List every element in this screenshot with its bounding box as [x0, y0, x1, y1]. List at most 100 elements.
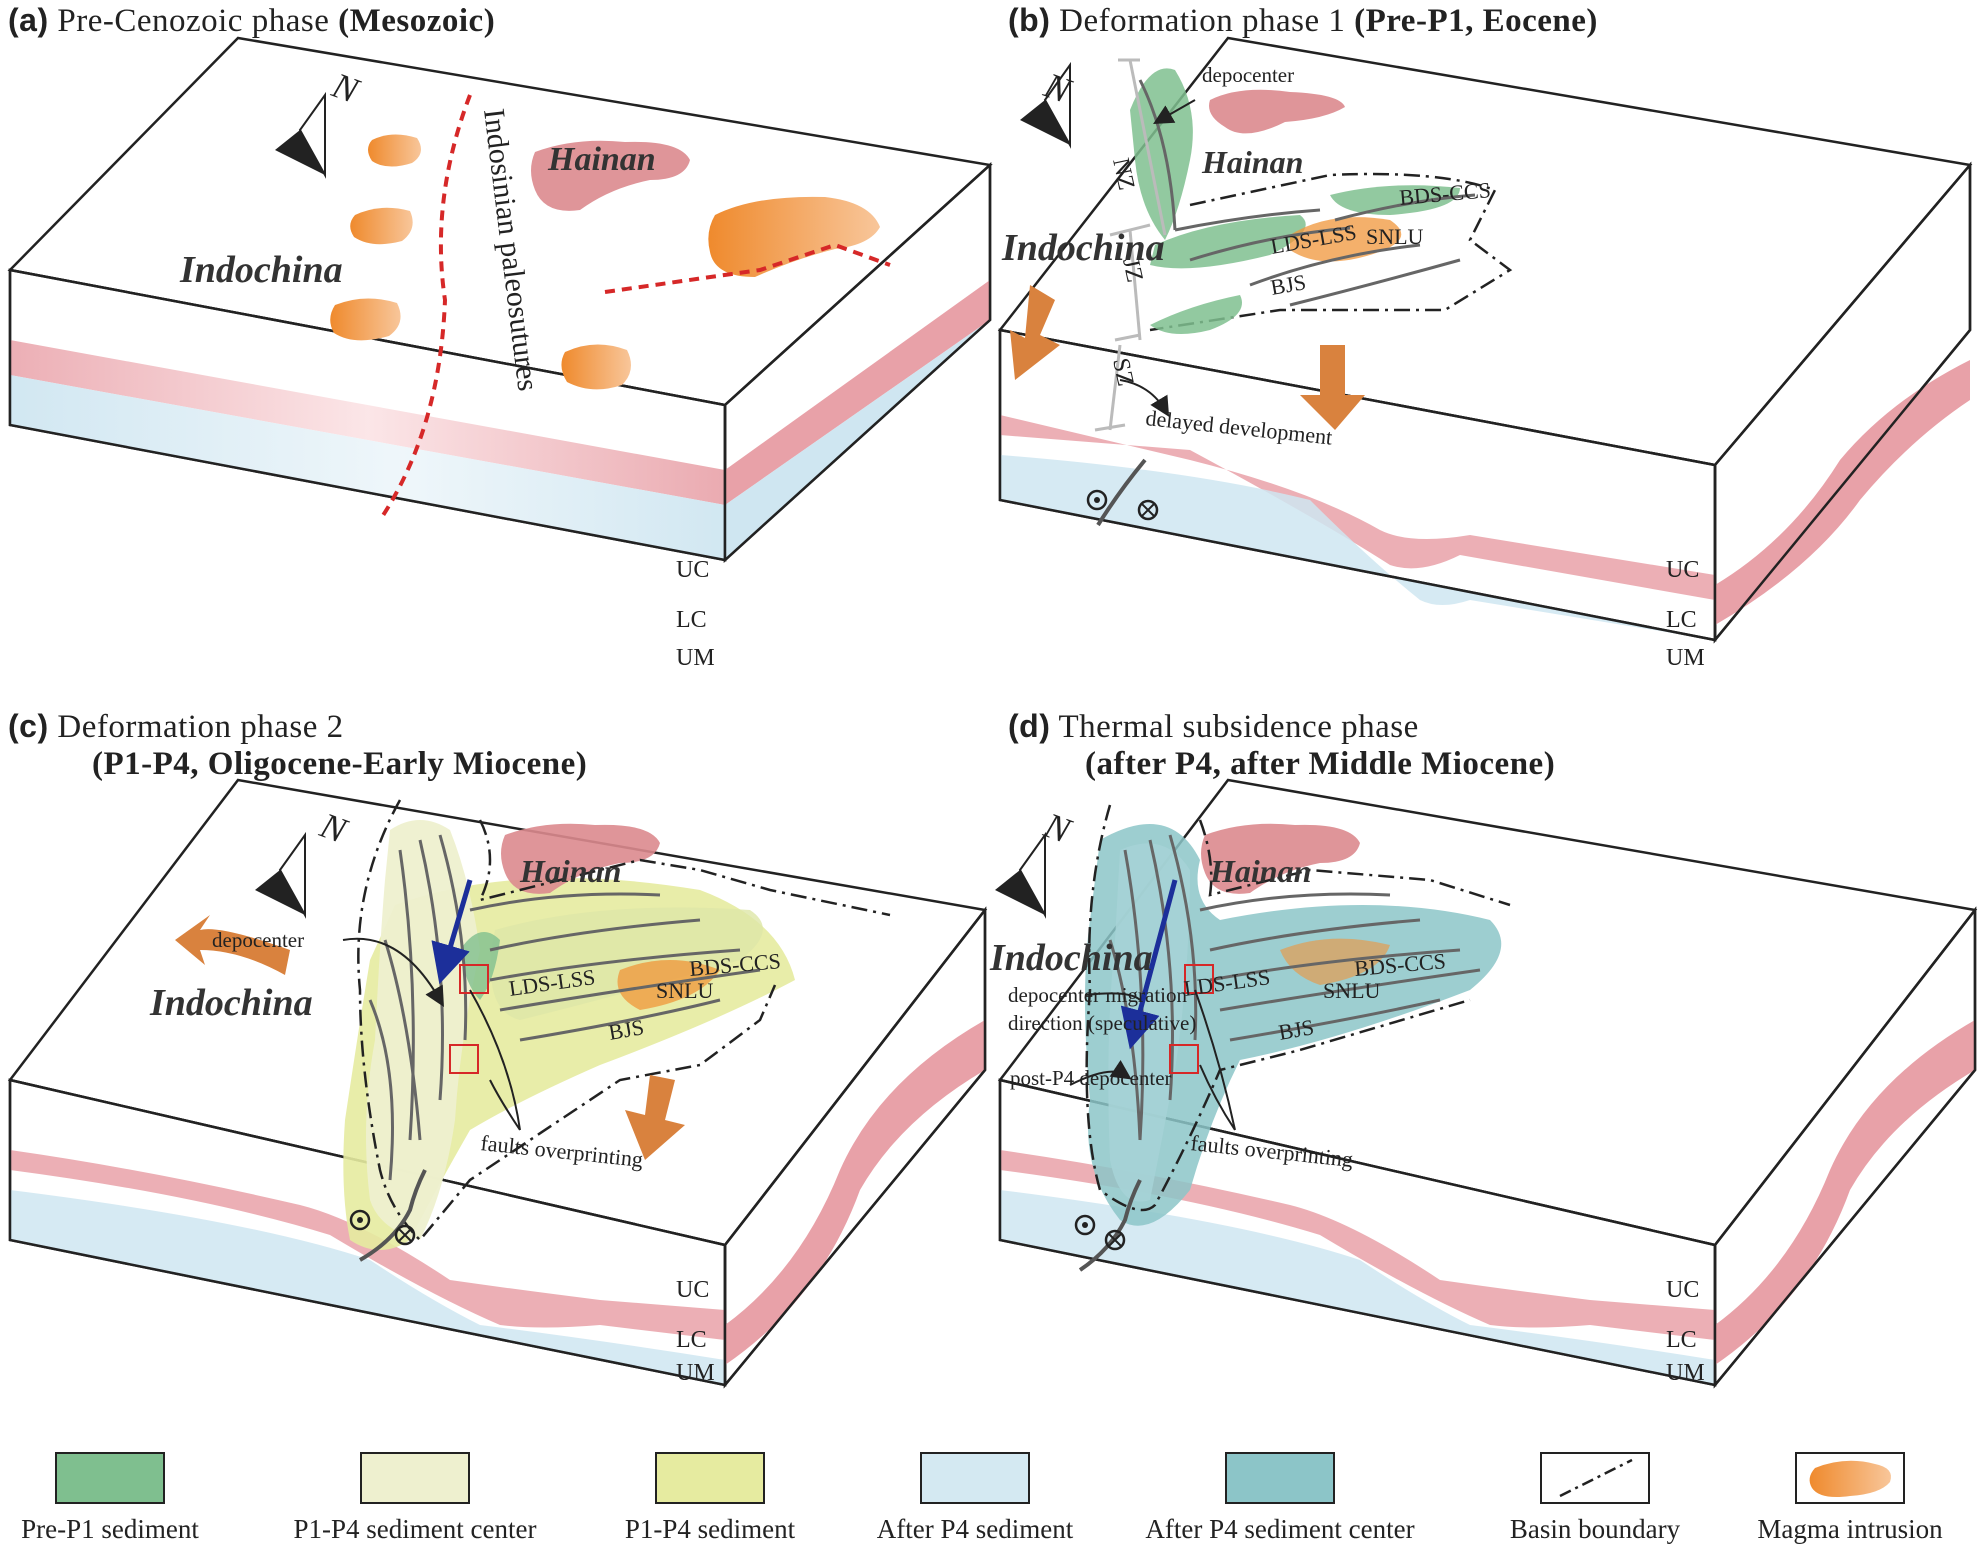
migration-arrow-icon — [431, 879, 473, 985]
legend-item-pre-p1: Pre-P1 sediment — [0, 1452, 220, 1545]
region-snlu: SNLU — [1323, 978, 1381, 1003]
lc-label: LC — [676, 607, 707, 633]
legend-item-magma: Magma intrusion — [1730, 1452, 1970, 1545]
region-snlu: SNLU — [1366, 224, 1424, 249]
um-label: UM — [676, 1360, 715, 1386]
legend-swatch — [920, 1452, 1030, 1504]
panel-title-text: Pre-Cenozoic phase — [57, 3, 339, 39]
legend-label: After P4 sediment — [876, 1514, 1074, 1544]
legend-label: After P4 sediment center — [1145, 1514, 1415, 1544]
north-arrow-icon — [255, 831, 306, 919]
uc-label: UC — [676, 1277, 709, 1303]
panel-title-bold: (Mesozoic) — [338, 3, 496, 39]
legend-item-p1p4-center: P1-P4 sediment center — [255, 1452, 575, 1545]
panel-label: (b) — [1008, 2, 1051, 38]
uc-label: UC — [676, 557, 709, 583]
zone-bracket — [1094, 58, 1167, 432]
north-arrow-icon — [995, 831, 1046, 919]
panel-title-bold: (P1-P4, Oligocene-Early Miocene) — [92, 746, 588, 782]
basin-boundary — [1149, 172, 1513, 332]
fault-lines — [1138, 79, 1476, 307]
indochina-label: Indochina — [989, 937, 1153, 979]
north-arrow-icon — [275, 91, 326, 179]
fault-lines — [368, 834, 761, 1181]
fault-highlight-box — [449, 1044, 479, 1074]
depocenter-label: depocenter — [1202, 63, 1294, 87]
panel-a-title: (a) Pre-Cenozoic phase (Mesozoic) — [8, 2, 495, 40]
panel-d-diagram: N Hainan Indochina depocenter migration … — [989, 778, 1978, 1389]
out-of-page-icon — [1086, 489, 1108, 511]
fault-highlight-box — [1169, 1044, 1199, 1074]
out-of-page-icon — [1074, 1214, 1096, 1236]
panel-label: (d) — [1008, 708, 1051, 744]
hainan-label: Hainan — [1201, 144, 1303, 180]
um-label: UM — [1666, 645, 1705, 671]
uc-label: UC — [1666, 1277, 1699, 1303]
panel-c-title: (c) Deformation phase 2 — [8, 708, 344, 746]
motion-arrow-icon — [1010, 285, 1060, 380]
into-page-icon — [1137, 499, 1159, 521]
panel-title-bold: (Pre-P1, Eocene) — [1354, 3, 1598, 39]
panel-c-subtitle: (P1-P4, Oligocene-Early Miocene) — [92, 746, 587, 783]
panel-b-diagram: N Hainan depocenter Indochina BDS-CCS LD… — [997, 36, 1973, 671]
suture-line — [378, 94, 472, 522]
legend-label: Magma intrusion — [1757, 1514, 1943, 1544]
out-of-page-icon — [349, 1209, 371, 1231]
fault-lines — [1108, 834, 1481, 1141]
migration-arrow-icon — [1120, 879, 1178, 1050]
into-page-icon — [394, 1224, 416, 1246]
fault-highlight-box — [1184, 964, 1214, 994]
motion-arrow-icon — [1300, 345, 1365, 430]
magma-intrusion-icon — [1795, 1452, 1905, 1504]
region-snlu: SNLU — [656, 978, 714, 1003]
legend-item-after-p4: After P4 sediment — [855, 1452, 1095, 1545]
north-arrow-icon — [1020, 61, 1071, 149]
hainan-label: Hainan — [547, 141, 656, 178]
basin-boundary — [1085, 804, 1511, 1212]
legend-label: P1-P4 sediment — [624, 1514, 796, 1544]
region-bjs: BJS — [1269, 269, 1308, 300]
zone-sz: SZ — [1107, 356, 1138, 389]
into-page-icon — [1104, 1229, 1126, 1251]
lc-label: LC — [676, 1327, 707, 1353]
lc-label: LC — [1666, 607, 1697, 633]
zone-jz: JZ — [1117, 256, 1147, 285]
panel-d-title: (d) Thermal subsidence phase — [1008, 708, 1419, 746]
legend-swatch — [655, 1452, 765, 1504]
indochina-label: Indochina — [1001, 227, 1165, 269]
hainan-shape — [531, 140, 690, 211]
legend-swatch — [55, 1452, 165, 1504]
lc-label: LC — [1666, 1327, 1697, 1353]
migration-label-2: direction (speculative) — [1008, 1011, 1196, 1035]
migration-label-1: depocenter migration — [1008, 983, 1188, 1007]
um-label: UM — [1666, 1360, 1705, 1386]
depocenter-label: depocenter — [212, 928, 304, 952]
panel-title-text: Deformation phase 2 — [57, 709, 344, 745]
region-bjs: BJS — [1277, 1014, 1316, 1045]
legend-swatch — [1225, 1452, 1335, 1504]
motion-arrow-icon — [175, 915, 290, 975]
magma-intrusion-icon — [330, 134, 880, 390]
legend-label: Basin boundary — [1509, 1514, 1681, 1544]
legend-item-p1p4: P1-P4 sediment — [590, 1452, 830, 1545]
legend-label: Pre-P1 sediment — [21, 1514, 199, 1544]
hainan-label: Hainan — [1209, 853, 1311, 889]
legend-item-basin-boundary: Basin boundary — [1490, 1452, 1700, 1545]
panel-b-title: (b) Deformation phase 1 (Pre-P1, Eocene) — [1008, 2, 1598, 40]
indochina-label: Indochina — [179, 249, 343, 291]
panel-label: (a) — [8, 2, 49, 38]
panel-a-diagram: N Indochina Hainan Indosinian paleosutur… — [7, 36, 993, 671]
panel-title-text: Thermal subsidence phase — [1058, 709, 1419, 745]
panel-title-bold: (after P4, after Middle Miocene) — [1085, 746, 1556, 782]
um-label: UM — [676, 645, 715, 671]
suture-line — [604, 242, 891, 294]
hainan-label: Hainan — [519, 853, 621, 889]
uc-label: UC — [1666, 557, 1699, 583]
basin-boundary-icon — [1540, 1452, 1650, 1504]
legend-label: P1-P4 sediment center — [293, 1514, 537, 1544]
legend-swatch — [360, 1452, 470, 1504]
motion-arrow-icon — [625, 1075, 685, 1160]
panel-label: (c) — [8, 708, 49, 744]
